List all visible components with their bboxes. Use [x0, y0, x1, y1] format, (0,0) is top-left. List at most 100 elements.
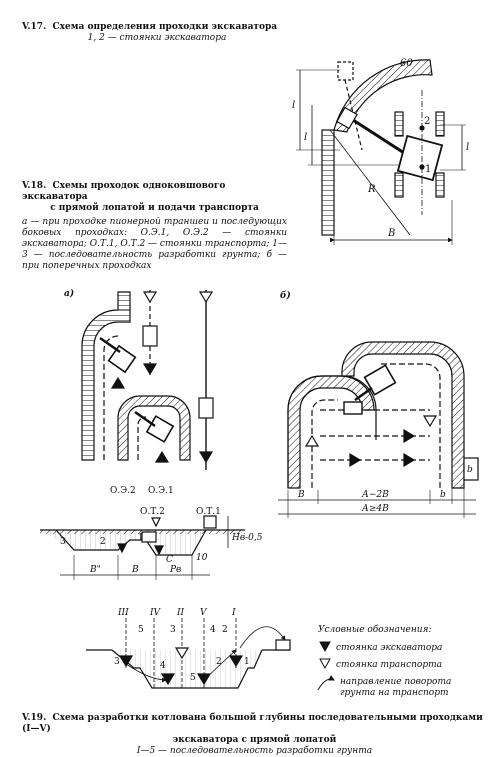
f19-arc-1	[125, 663, 167, 683]
legend: Условные обозначения: стоянка экскаватор…	[317, 624, 451, 698]
fig17-radius	[329, 129, 411, 236]
fig18b-loop-1	[311, 399, 338, 488]
f19-db-0: 3	[114, 657, 120, 667]
fig18a-boom-1	[99, 336, 121, 354]
fig17-track-left	[394, 172, 404, 198]
section-fill	[40, 530, 206, 555]
fig18a-label-oe1: О.Э.1	[148, 486, 174, 496]
section-label-pv: Pв	[169, 565, 181, 575]
fig17-label-l-right: l	[466, 142, 469, 153]
fig17-label-2: 2	[424, 116, 430, 127]
fig19-number: V.19.	[22, 713, 47, 723]
fig17-bucket	[336, 106, 358, 130]
section-label-ot1: О.Т.1	[196, 507, 221, 517]
f19-roman-1: IV	[149, 608, 162, 618]
fig17-track-right	[435, 172, 445, 198]
fig19-title: Схема разработки котлована большой глуби…	[52, 713, 483, 723]
fig18a-diagram	[81, 290, 214, 470]
section-label-3: 3	[60, 537, 66, 547]
f19-fill	[112, 650, 262, 688]
section-label-1: 1	[138, 533, 144, 543]
fig17-caption: V.17. Схема определения проходки экскава…	[22, 22, 312, 44]
section-tri-2	[117, 543, 127, 554]
fig18a-u-path	[137, 416, 147, 460]
fig19-range: (I—V)	[22, 724, 51, 734]
fig17-diagram	[296, 59, 466, 245]
fig18a-labels: а) О.Э.2 О.Э.1	[64, 288, 174, 496]
section-label-c: C	[166, 555, 173, 565]
f19-tri-3	[196, 673, 212, 686]
legend-excavator-icon	[319, 641, 331, 653]
f19-roman-2: II	[176, 608, 185, 618]
fig18-panel-a-label: а)	[64, 288, 74, 299]
fig18-title2: с прямой лопатой и подачи транспорта	[50, 203, 259, 213]
fig17-number: V.17.	[22, 22, 47, 32]
fig18b-arch-right	[341, 341, 465, 489]
fig18b-tri-4	[304, 434, 320, 447]
fig18b-tri-5	[422, 415, 438, 428]
legend-item-2: стоянка транспорта	[336, 660, 442, 670]
section-label-ot2: О.Т.2	[140, 507, 165, 517]
fig17-dashed-box	[337, 61, 354, 81]
f19-tri-1	[118, 655, 134, 668]
fig18-section	[40, 515, 245, 580]
fig18b-boom-1	[354, 386, 373, 402]
fig18a-excavator-2	[145, 415, 175, 443]
fig18-caption: V.18. Схемы проходок одноковшового экска…	[22, 181, 287, 272]
fig18b-excavator-1	[363, 364, 397, 396]
legend-item-3b: грунта на транспорт	[340, 688, 449, 698]
section-excavator	[141, 531, 157, 543]
fig18-number: V.18.	[22, 181, 47, 191]
f19-db-4: 1	[244, 657, 250, 667]
fig18b-tri-1	[403, 428, 416, 444]
section-label-b: B	[131, 565, 139, 575]
fig19-diagram	[86, 618, 291, 689]
fig18a-tri-2	[198, 291, 214, 304]
fig18b-loop-2	[380, 363, 441, 488]
fig18b-label-b: B	[297, 490, 305, 500]
fig18a-tri-1	[142, 291, 158, 304]
fig18a-tri-3	[142, 363, 158, 376]
fig18b-box-b	[463, 457, 479, 481]
fig18a-tri-5	[154, 450, 170, 463]
legend-transport-icon	[319, 658, 331, 670]
fig18b-tri-3	[403, 452, 416, 468]
section-label-10: 10	[196, 553, 208, 563]
fig17-title: Схема определения проходки экскаватора	[52, 22, 278, 32]
fig17-label-1: 1	[425, 164, 431, 175]
f19-arc-2	[203, 649, 237, 681]
legend-item-1: стоянка экскаватора	[336, 643, 442, 653]
fig17-label-b: B	[387, 228, 395, 239]
fig18b-tri-2	[349, 452, 362, 468]
fig18b-excavator-2	[343, 401, 363, 415]
fig17-track-right2	[435, 111, 445, 137]
fig18b-labels: б) B А−2В b А≥4В b	[280, 290, 473, 514]
section-label-b2: B"	[89, 565, 101, 575]
fig18b-label-a2b: А−2В	[361, 490, 389, 500]
f19-arc-3	[239, 626, 286, 649]
f19-db-3: 2	[216, 657, 222, 667]
fig19-title2: экскаватора с прямой лопатой	[172, 735, 337, 745]
fig18b-arch-left	[287, 375, 375, 489]
legend-item-3a: направление поворота	[340, 677, 451, 687]
fig17-label-60: 60	[400, 58, 413, 69]
fig18a-label-oe2: О.Э.2	[110, 486, 136, 496]
f19-dt-0: 5	[138, 625, 144, 635]
f19-dt-2: 4	[210, 625, 216, 635]
f19-tri-5	[174, 647, 190, 660]
fig18a-tri-4	[198, 451, 214, 464]
fig18-section-labels: О.Т.2 О.Т.1 Hв-0,5 3 2 1 B" B C Pв 10	[60, 507, 263, 575]
fig17-label-l-top: l	[292, 100, 295, 111]
fig17-label-l-mid: l	[304, 132, 307, 143]
legend-arrow-icon	[317, 675, 335, 691]
fig18a-truck-2	[198, 397, 214, 419]
fig18a-tall-trench-path	[103, 335, 119, 460]
fig18a-truck-1	[142, 325, 158, 347]
f19-roman-4: I	[231, 608, 236, 618]
fig17-excavator-body	[396, 134, 444, 182]
section-label-2: 2	[100, 537, 106, 547]
fig17-wall-left	[321, 129, 335, 236]
f19-tri-4	[228, 655, 244, 668]
section-tri-3	[154, 545, 164, 556]
